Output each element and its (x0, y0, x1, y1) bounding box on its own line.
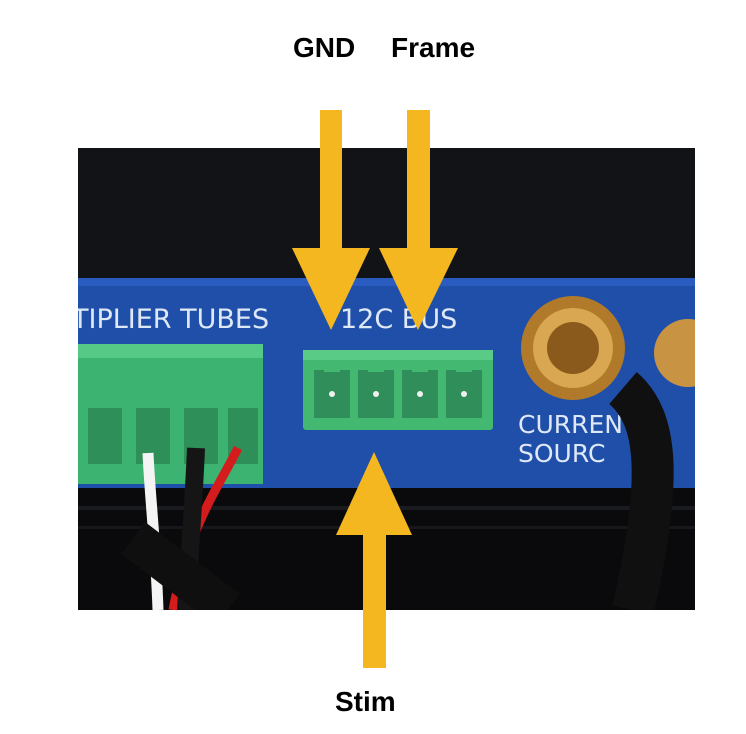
panel-text-source: SOURC (518, 439, 605, 468)
chassis-top (78, 148, 695, 278)
panel-text-multiplier-tubes: TIPLIER TUBES (78, 304, 269, 335)
coax-cable (608, 372, 674, 610)
panel-text-i2c-bus: 12C BUS (340, 304, 457, 335)
i2c-bus-connector (303, 350, 493, 430)
multiplier-terminal-block (78, 344, 263, 484)
panel-text-current: CURREN (518, 410, 623, 439)
current-source-connector (521, 296, 695, 400)
device-photo: TIPLIER TUBES 12C BUS CURREN SOURC (78, 148, 695, 610)
stim-label: Stim (335, 686, 396, 717)
frame-label: Frame (391, 32, 476, 63)
cable-wires (120, 445, 243, 610)
gnd-label: GND (293, 32, 356, 63)
